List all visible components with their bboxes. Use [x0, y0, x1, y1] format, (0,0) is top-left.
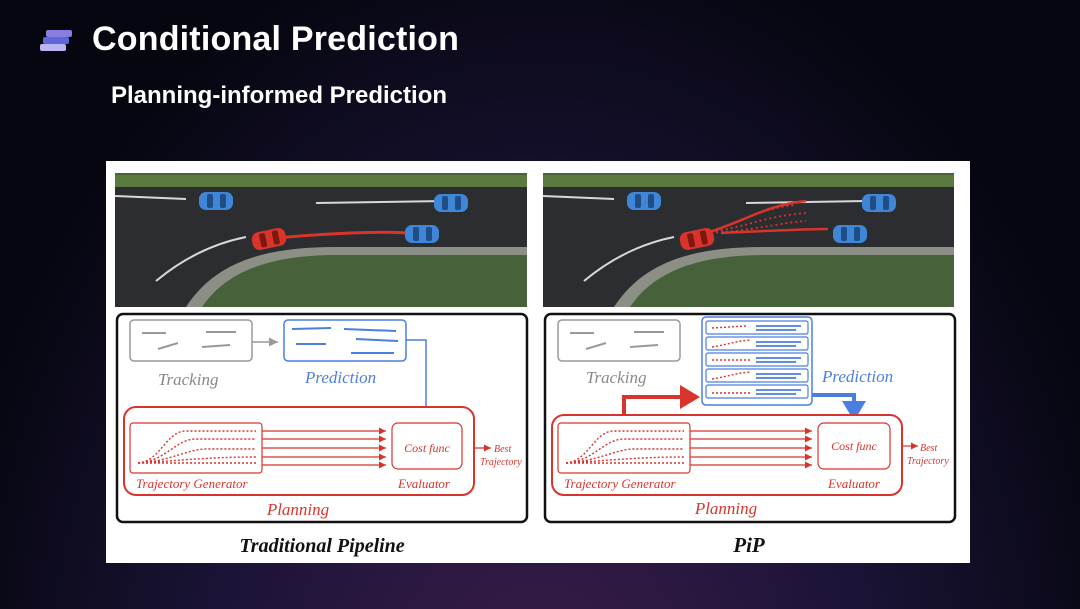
caption-pip: PiP — [732, 533, 765, 557]
figure-canvas: Tracking Prediction — [114, 173, 957, 557]
planning-label-pip: Planning — [694, 499, 757, 518]
cost-func-label-pip: Cost func — [831, 439, 877, 453]
evaluator-label-traditional: Evaluator — [397, 476, 451, 491]
planning-module-traditional: Cost func Trajectory Generator Evaluator — [123, 406, 475, 496]
trajectory-output-label-traditional: Trajectory — [480, 457, 522, 468]
prediction-box-traditional — [283, 319, 407, 362]
prediction-stack-pip — [701, 316, 813, 406]
trajectory-output-label-pip: Trajectory — [907, 456, 949, 467]
pip-panel: Tracking — [542, 173, 957, 557]
prediction-to-evaluator-arrow — [812, 393, 866, 421]
aerial-scene-pip — [542, 173, 954, 307]
slide-subtitle: Planning-informed Prediction — [111, 82, 448, 109]
tracking-label-traditional: Tracking — [158, 370, 218, 389]
prediction-label-pip: Prediction — [821, 367, 893, 386]
aerial-scene-traditional — [114, 173, 527, 307]
prediction-label-traditional: Prediction — [304, 368, 376, 387]
best-label-traditional: Best — [494, 444, 511, 455]
slide-logo-icon — [40, 30, 72, 51]
best-label-pip: Best — [920, 443, 937, 454]
comparison-figure: Tracking Prediction — [106, 161, 970, 563]
evaluator-label-pip: Evaluator — [827, 476, 881, 491]
tracking-box-traditional — [129, 319, 253, 362]
cost-func-label-traditional: Cost func — [404, 441, 450, 455]
planning-module-pip: Cost func Trajectory Generator Evaluator — [551, 414, 903, 496]
planning-label-traditional: Planning — [266, 500, 329, 519]
caption-traditional: Traditional Pipeline — [239, 535, 404, 557]
slide-title: Conditional Prediction — [92, 20, 460, 58]
traditional-panel: Tracking Prediction — [114, 173, 529, 557]
trajectory-generator-label-pip: Trajectory Generator — [564, 476, 677, 491]
tracking-box-pip — [557, 319, 681, 362]
planning-to-prediction-arrow — [622, 385, 700, 417]
trajectory-generator-label-traditional: Trajectory Generator — [136, 476, 249, 491]
tracking-label-pip: Tracking — [586, 368, 646, 387]
